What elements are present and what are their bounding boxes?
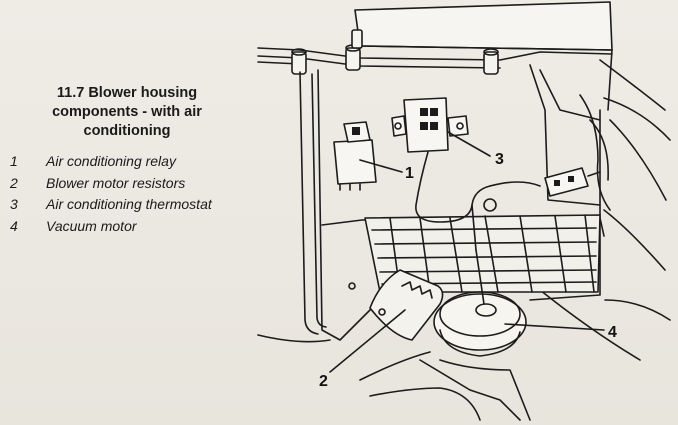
legend-label: Air conditioning relay (46, 153, 176, 169)
legend-number: 1 (10, 153, 18, 169)
callout-number-4: 4 (608, 324, 617, 341)
legend-item: 1 Air conditioning relay (10, 151, 270, 173)
air-conditioning-thermostat (391, 97, 469, 153)
lower-brackets (257, 282, 531, 421)
legend-item: 4 Vacuum motor (10, 216, 270, 238)
callout-leaders (329, 131, 605, 373)
legend-number: 3 (10, 196, 18, 212)
legend-label: Vacuum motor (46, 217, 137, 234)
upper-rail (257, 47, 613, 69)
vacuum-motor (433, 249, 527, 357)
caption-line-3: conditioning (83, 123, 171, 139)
blower-motor-resistors (369, 269, 444, 341)
parts-legend: 1 Air conditioning relay 2 Blower motor … (10, 151, 270, 237)
legend-item: 3 Air conditioning thermostat (10, 194, 270, 216)
legend-label: Blower motor resistors (46, 174, 186, 191)
callout-number-2: 2 (319, 373, 328, 390)
legend-label: Air conditioning thermostat (46, 196, 212, 212)
electrical-connector (544, 167, 601, 197)
caption-line-2: components - with air (52, 104, 202, 120)
left-support-pipe (299, 71, 327, 335)
mounting-studs (291, 29, 499, 75)
legend-number: 2 (10, 174, 18, 191)
heater-core-grille (364, 214, 601, 293)
right-ducting (539, 59, 671, 361)
callout-number-1: 1 (405, 165, 414, 182)
capillary-tube (415, 151, 541, 251)
callout-number-3: 3 (495, 151, 504, 168)
legend-item: 2 Blower motor resistors (10, 173, 270, 195)
legend-number: 4 (10, 217, 18, 234)
figure-caption: 11.7 Blower housing components - with ai… (32, 84, 222, 141)
caption-line-1: 11.7 Blower housing (56, 85, 198, 101)
air-conditioning-relay (333, 121, 377, 191)
